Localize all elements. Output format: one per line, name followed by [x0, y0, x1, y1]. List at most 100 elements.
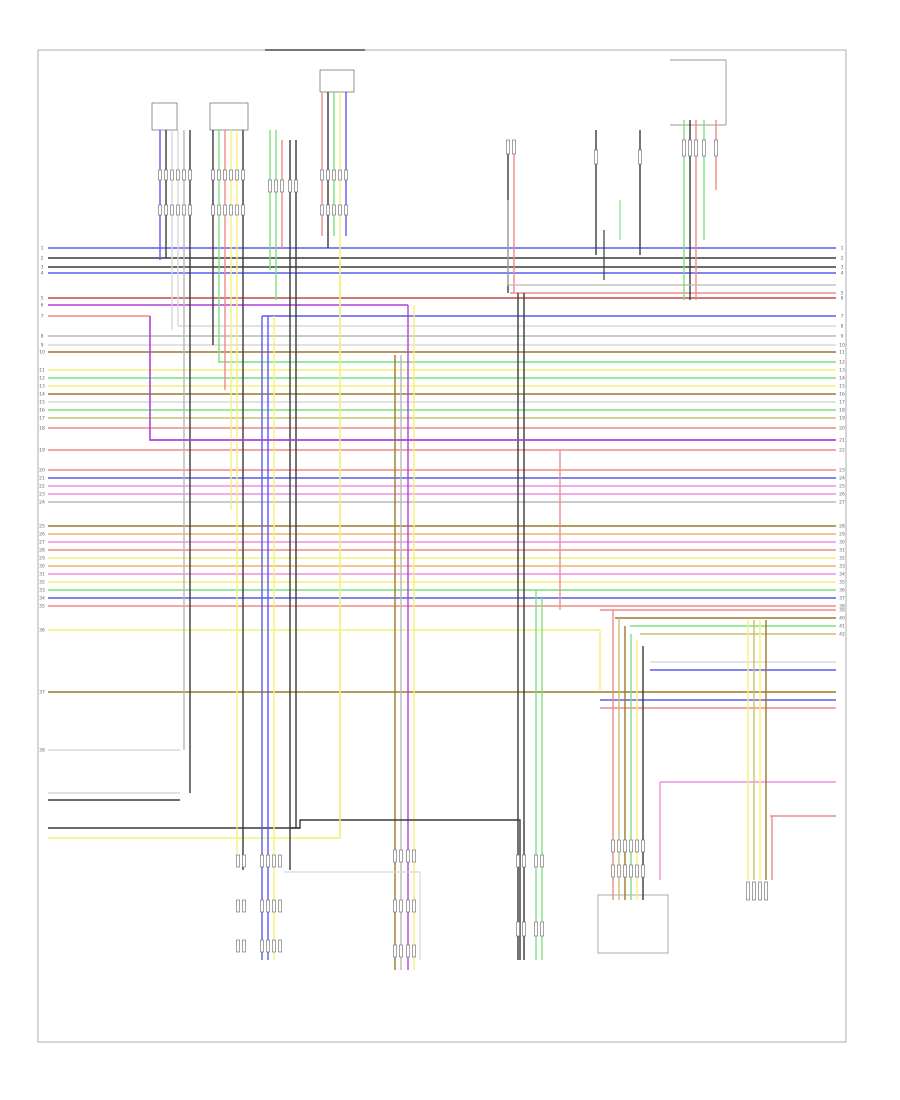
pedal-module-terminal-lower-1	[611, 864, 615, 878]
left-sensor-terminal-2	[164, 169, 168, 181]
left-pin-number: 6	[41, 303, 44, 309]
right-pin-number: 14	[839, 376, 845, 382]
bottom-mid-terminal-base-1	[393, 944, 397, 958]
right-pin-number: 2	[841, 256, 844, 262]
left-pin-number: 18	[39, 426, 45, 432]
right-pin-number: 4	[841, 271, 844, 277]
bottom-left-terminal-lower-3	[260, 899, 264, 913]
bottom-left-terminal-lower-2	[242, 899, 246, 913]
right-pin-number: 10	[839, 343, 845, 349]
center-terminal-2	[274, 179, 278, 193]
o2-terminal-1	[320, 169, 324, 181]
right-bottom-terminal-3	[758, 881, 762, 901]
bent-wire-5	[284, 871, 421, 960]
pedal-terminal-1	[506, 139, 510, 155]
left-pin-number: 31	[39, 572, 45, 578]
bent-wire-6	[507, 200, 836, 286]
right-pin-number: 39	[839, 608, 845, 614]
right-module-terminal-1	[682, 139, 686, 157]
right-pin-number: 17	[839, 400, 845, 406]
right-pin-number: 5	[841, 291, 844, 297]
right-pin-number: 35	[839, 580, 845, 586]
top-mid-sensor-connector	[209, 102, 249, 131]
right-bottom-terminal-2	[752, 881, 756, 901]
mid-sensor-terminal-lower-2	[217, 204, 221, 216]
left-pin-number: 5	[41, 296, 44, 302]
bottom-sensor-terminal-lower-1	[516, 921, 520, 937]
pedal-module-terminal-2	[617, 839, 621, 853]
left-pin-number: 10	[39, 350, 45, 356]
left-pin-number: 35	[39, 604, 45, 610]
bottom-mid-terminal-base-3	[406, 944, 410, 958]
bottom-left-terminal-lower-6	[278, 899, 282, 913]
mid-sensor-terminal-2	[217, 169, 221, 181]
mid-sensor-terminal-3	[223, 169, 227, 181]
left-sensor-terminal-6	[188, 169, 192, 181]
left-sensor-terminal-lower-5	[182, 204, 186, 216]
bottom-sensor-terminal-lower-3	[534, 921, 538, 937]
right-bottom-terminal-4	[764, 881, 768, 901]
right-pin-number: 8	[841, 324, 844, 330]
left-pin-number: 13	[39, 384, 45, 390]
mid-sensor-terminal-lower-3	[223, 204, 227, 216]
right-pin-number: 9	[841, 334, 844, 340]
right-pin-number: 38	[839, 604, 845, 610]
bottom-left-terminal-base-5	[272, 939, 276, 953]
left-pin-number: 15	[39, 400, 45, 406]
rear-sensor-terminal-1	[594, 149, 598, 165]
bottom-left-terminal-base-3	[260, 939, 264, 953]
left-pin-number: 28	[39, 548, 45, 554]
right-pin-number: 22	[839, 448, 845, 454]
left-sensor-terminal-lower-4	[176, 204, 180, 216]
pedal-module-terminal-6	[641, 839, 645, 853]
left-pin-number: 37	[39, 690, 45, 696]
pedal-module-terminal-lower-2	[617, 864, 621, 878]
pedal-module-terminal-5	[635, 839, 639, 853]
bottom-mid-terminal-base-2	[399, 944, 403, 958]
right-pin-number: 36	[839, 588, 845, 594]
bottom-sensor-terminal-3	[534, 854, 538, 868]
mid-sensor-terminal-lower-1	[211, 204, 215, 216]
right-pin-number: 7	[841, 314, 844, 320]
right-pin-number: 19	[839, 416, 845, 422]
o2-terminal-lower-5	[344, 204, 348, 216]
bottom-sensor-terminal-2	[522, 854, 526, 868]
left-sensor-terminal-4	[176, 169, 180, 181]
right-pin-number: 42	[839, 632, 845, 638]
left-pin-number: 23	[39, 492, 45, 498]
bottom-left-terminal-2	[242, 854, 246, 868]
bottom-sensor-terminal-1	[516, 854, 520, 868]
left-pin-number: 9	[41, 343, 44, 349]
top-left-sensor-connector	[151, 102, 178, 131]
pedal-module-terminal-lower-6	[641, 864, 645, 878]
bent-wire-1	[149, 316, 836, 441]
o2-terminal-lower-2	[326, 204, 330, 216]
bottom-mid-terminal-lower-1	[393, 899, 397, 913]
bottom-sensor-terminal-lower-2	[522, 921, 526, 937]
pedal-module-terminal-lower-4	[629, 864, 633, 878]
bottom-mid-terminal-3	[406, 849, 410, 863]
left-pin-number: 24	[39, 500, 45, 506]
left-pin-number: 4	[41, 271, 44, 277]
mid-sensor-terminal-lower-5	[235, 204, 239, 216]
bottom-mid-terminal-base-4	[412, 944, 416, 958]
bottom-left-terminal-5	[272, 854, 276, 868]
left-pin-number: 17	[39, 416, 45, 422]
left-pin-number: 36	[39, 628, 45, 634]
left-pin-number: 16	[39, 408, 45, 414]
mid-sensor-terminal-6	[241, 169, 245, 181]
left-sensor-terminal-5	[182, 169, 186, 181]
left-pin-number: 38	[39, 748, 45, 754]
bottom-left-terminal-lower-4	[266, 899, 270, 913]
pedal-module-terminal-lower-3	[623, 864, 627, 878]
pedal-module-terminal-3	[623, 839, 627, 853]
mid-sensor-terminal-4	[229, 169, 233, 181]
bottom-left-terminal-base-4	[266, 939, 270, 953]
center-terminal-5	[294, 179, 298, 193]
right-pin-number: 20	[839, 426, 845, 432]
right-pin-number: 34	[839, 572, 845, 578]
diagram-border	[37, 49, 847, 1043]
right-pin-number: 28	[839, 524, 845, 530]
